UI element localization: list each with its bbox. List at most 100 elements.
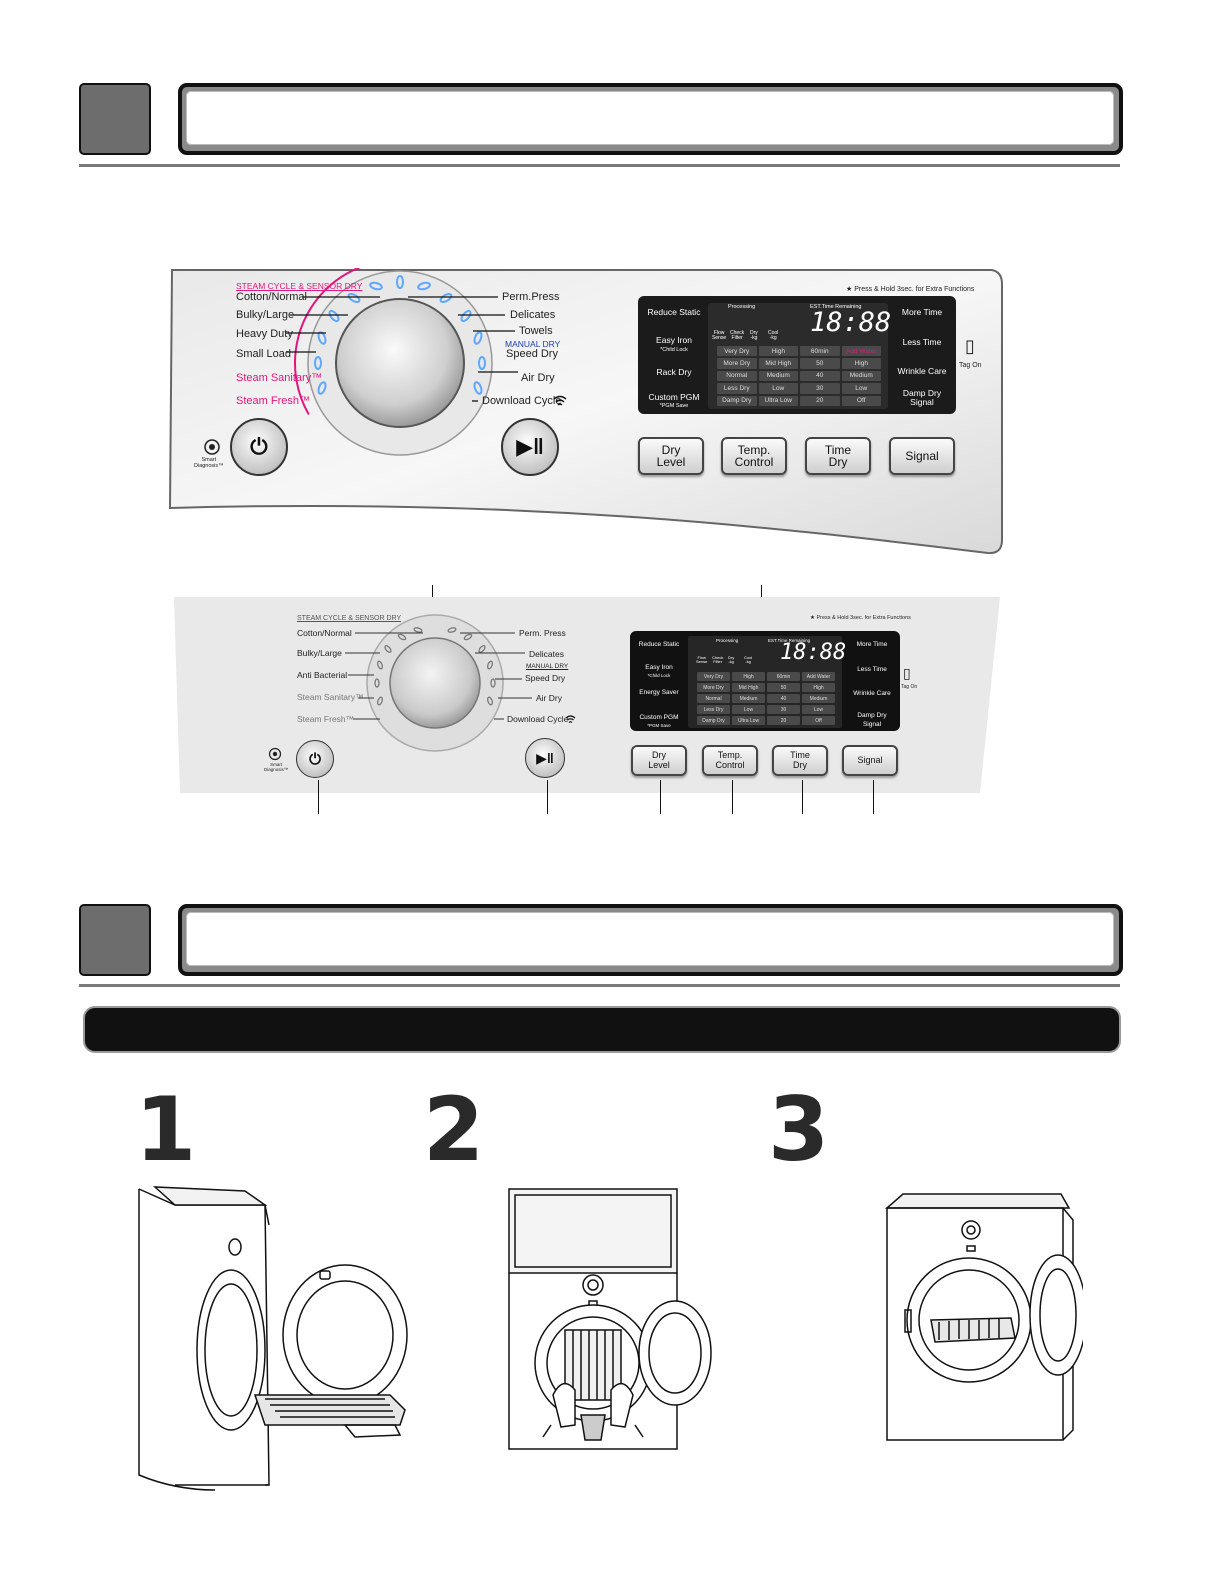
option-energy-saver-2[interactable]: Energy Saver bbox=[639, 689, 679, 696]
cycle-small-load[interactable]: Small Load bbox=[236, 348, 292, 360]
tag-on-label: Tag On bbox=[959, 362, 982, 369]
lcd-icon-dry: Dry -kg bbox=[750, 330, 758, 341]
option-grid-cell: Low bbox=[732, 705, 765, 714]
step-2-illustration bbox=[508, 1188, 712, 1450]
option-grid-cell: 40 bbox=[767, 694, 800, 703]
section-divider bbox=[79, 984, 1120, 987]
option-less-time[interactable]: Less Time bbox=[902, 337, 942, 347]
option-rack-dry[interactable]: Rack Dry bbox=[656, 367, 692, 377]
option-custom-pgm-2[interactable]: Custom PGM bbox=[639, 714, 679, 721]
option-grid-cell: Less Dry bbox=[697, 705, 730, 714]
option-easy-iron-sub: *Child Lock bbox=[660, 347, 688, 353]
subsection-bar bbox=[85, 1008, 1119, 1051]
option-reduce-static[interactable]: Reduce Static bbox=[647, 307, 701, 317]
cycle-perm-press-2[interactable]: Perm. Press bbox=[519, 628, 566, 638]
signal-button[interactable]: Signal bbox=[889, 437, 955, 475]
option-grid-cell: 60min bbox=[800, 346, 840, 357]
cycle-anti-bacterial-2[interactable]: Anti Bacterial bbox=[297, 670, 348, 680]
callout-line-signal bbox=[873, 780, 874, 814]
cycle-bulky-large[interactable]: Bulky/Large bbox=[236, 309, 295, 321]
cycle-bulky-large-2[interactable]: Bulky/Large bbox=[297, 648, 342, 658]
option-grid-cell: 20 bbox=[767, 716, 800, 725]
power-button-2[interactable]: ⏻ bbox=[296, 740, 334, 778]
option-reduce-static-2[interactable]: Reduce Static bbox=[638, 641, 680, 648]
option-damp-dry-signal[interactable]: Damp Dry Signal bbox=[902, 388, 942, 407]
cycle-cotton-normal-2[interactable]: Cotton/Normal bbox=[297, 628, 352, 638]
option-more-time-2[interactable]: More Time bbox=[856, 641, 888, 648]
option-grid-cell: Very Dry bbox=[717, 346, 757, 357]
cycle-speed-dry[interactable]: Speed Dry bbox=[506, 348, 558, 360]
option-grid-cell: 20 bbox=[800, 395, 840, 406]
cycle-group-title: STEAM CYCLE & SENSOR DRY bbox=[236, 281, 363, 291]
cycle-steam-sanitary-2[interactable]: Steam Sanitary™ bbox=[297, 692, 364, 702]
option-more-time[interactable]: More Time bbox=[901, 307, 943, 317]
option-easy-iron-2[interactable]: Easy Iron bbox=[645, 664, 673, 671]
tag-on-label-2: Tag On bbox=[901, 684, 918, 690]
callout-line-time-dry bbox=[802, 780, 803, 814]
option-grid-cell: High bbox=[802, 683, 835, 692]
callout-line-start bbox=[547, 780, 548, 814]
smart-diagnosis-label-2: Smart Diagnosis™ bbox=[264, 762, 289, 772]
section-title-bar bbox=[178, 904, 1123, 976]
option-less-time-2[interactable]: Less Time bbox=[857, 666, 887, 673]
cycle-towels[interactable]: Towels bbox=[519, 325, 553, 337]
signal-button-2[interactable]: Signal bbox=[842, 745, 898, 776]
option-grid-cell: Off bbox=[802, 716, 835, 725]
option-grid-cell: Damp Dry bbox=[717, 395, 757, 406]
option-grid-cell: 40 bbox=[800, 370, 840, 382]
option-grid-cell: High bbox=[841, 358, 881, 369]
dry-level-button-2[interactable]: Dry Level bbox=[631, 745, 687, 776]
step-3-illustration bbox=[885, 1193, 1083, 1441]
option-grid-cell: Medium bbox=[841, 370, 881, 382]
cycle-steam-fresh[interactable]: Steam Fresh™ bbox=[236, 395, 310, 407]
control-panel-2: STEAM CYCLE & SENSOR DRY ★ Press & Hold … bbox=[170, 595, 1004, 795]
press-hold-note: ★ Press & Hold 3sec. for Extra Functions bbox=[846, 286, 975, 293]
temp-control-button[interactable]: Temp. Control bbox=[721, 437, 787, 475]
cycle-delicates[interactable]: Delicates bbox=[510, 309, 556, 321]
cycle-group-title-2: STEAM CYCLE & SENSOR DRY bbox=[297, 615, 402, 622]
power-button[interactable]: ⏻ bbox=[230, 418, 288, 476]
step-number: 1 bbox=[135, 1078, 196, 1181]
time-dry-button[interactable]: Time Dry bbox=[805, 437, 871, 475]
lcd-area-2: Processing EST.Time Remaining Flow Sense… bbox=[688, 636, 846, 728]
start-pause-button-2[interactable]: ▶‖ bbox=[525, 738, 565, 778]
lcd-icon-dry-2: Dry -kg bbox=[728, 655, 735, 664]
smart-diagnosis-icon bbox=[204, 439, 220, 455]
cycle-delicates-2[interactable]: Delicates bbox=[529, 649, 564, 659]
dry-level-button[interactable]: Dry Level bbox=[638, 437, 704, 475]
option-easy-iron[interactable]: Easy Iron bbox=[656, 335, 692, 345]
temp-control-button-2[interactable]: Temp. Control bbox=[702, 745, 758, 776]
option-custom-pgm[interactable]: Custom PGM bbox=[648, 392, 700, 402]
cycle-steam-fresh-2[interactable]: Steam Fresh™ bbox=[297, 714, 355, 724]
cycle-perm-press[interactable]: Perm.Press bbox=[502, 291, 560, 303]
cycle-cotton-normal[interactable]: Cotton/Normal bbox=[236, 291, 307, 303]
option-damp-dry-signal-2[interactable]: Damp Dry Signal bbox=[857, 712, 887, 728]
option-grid-cell: More Dry bbox=[717, 358, 757, 369]
option-grid-cell: Mid High bbox=[758, 358, 798, 369]
cycle-steam-sanitary[interactable]: Steam Sanitary™ bbox=[236, 372, 323, 384]
option-grid-cell: Ultra Low bbox=[732, 716, 765, 725]
smart-diagnosis-icon-2 bbox=[268, 747, 282, 761]
option-grid-cell: 30 bbox=[767, 705, 800, 714]
option-wrinkle-care-2[interactable]: Wrinkle Care bbox=[853, 690, 891, 697]
time-dry-button-2[interactable]: Time Dry bbox=[772, 745, 828, 776]
cycle-air-dry[interactable]: Air Dry bbox=[521, 372, 555, 384]
cycle-air-dry-2[interactable]: Air Dry bbox=[536, 693, 562, 703]
option-grid-cell: Medium bbox=[802, 694, 835, 703]
dial-led-ring bbox=[314, 275, 486, 395]
lcd-icon-check-filter-2: Check Filter bbox=[712, 655, 724, 664]
option-custom-pgm-sub-2: *PGM Save bbox=[647, 723, 671, 728]
cycle-download[interactable]: Download Cycle bbox=[482, 395, 562, 407]
start-pause-button[interactable]: ▶‖ bbox=[501, 418, 559, 476]
option-grid-cell: Low bbox=[758, 383, 798, 394]
cycle-speed-dry-2[interactable]: Speed Dry bbox=[525, 673, 566, 683]
option-grid-cell: 50 bbox=[800, 358, 840, 369]
option-wrinkle-care[interactable]: Wrinkle Care bbox=[897, 366, 947, 376]
cycle-download-2[interactable]: Download Cycle bbox=[507, 714, 569, 724]
display-panel: Reduce Static Easy Iron *Child Lock Rack… bbox=[638, 296, 956, 414]
lcd-icon-flow-sense: Flow Sense bbox=[712, 330, 727, 341]
cycle-heavy-duty[interactable]: Heavy Duty bbox=[236, 328, 293, 340]
option-grid-cell: Off bbox=[841, 395, 881, 406]
